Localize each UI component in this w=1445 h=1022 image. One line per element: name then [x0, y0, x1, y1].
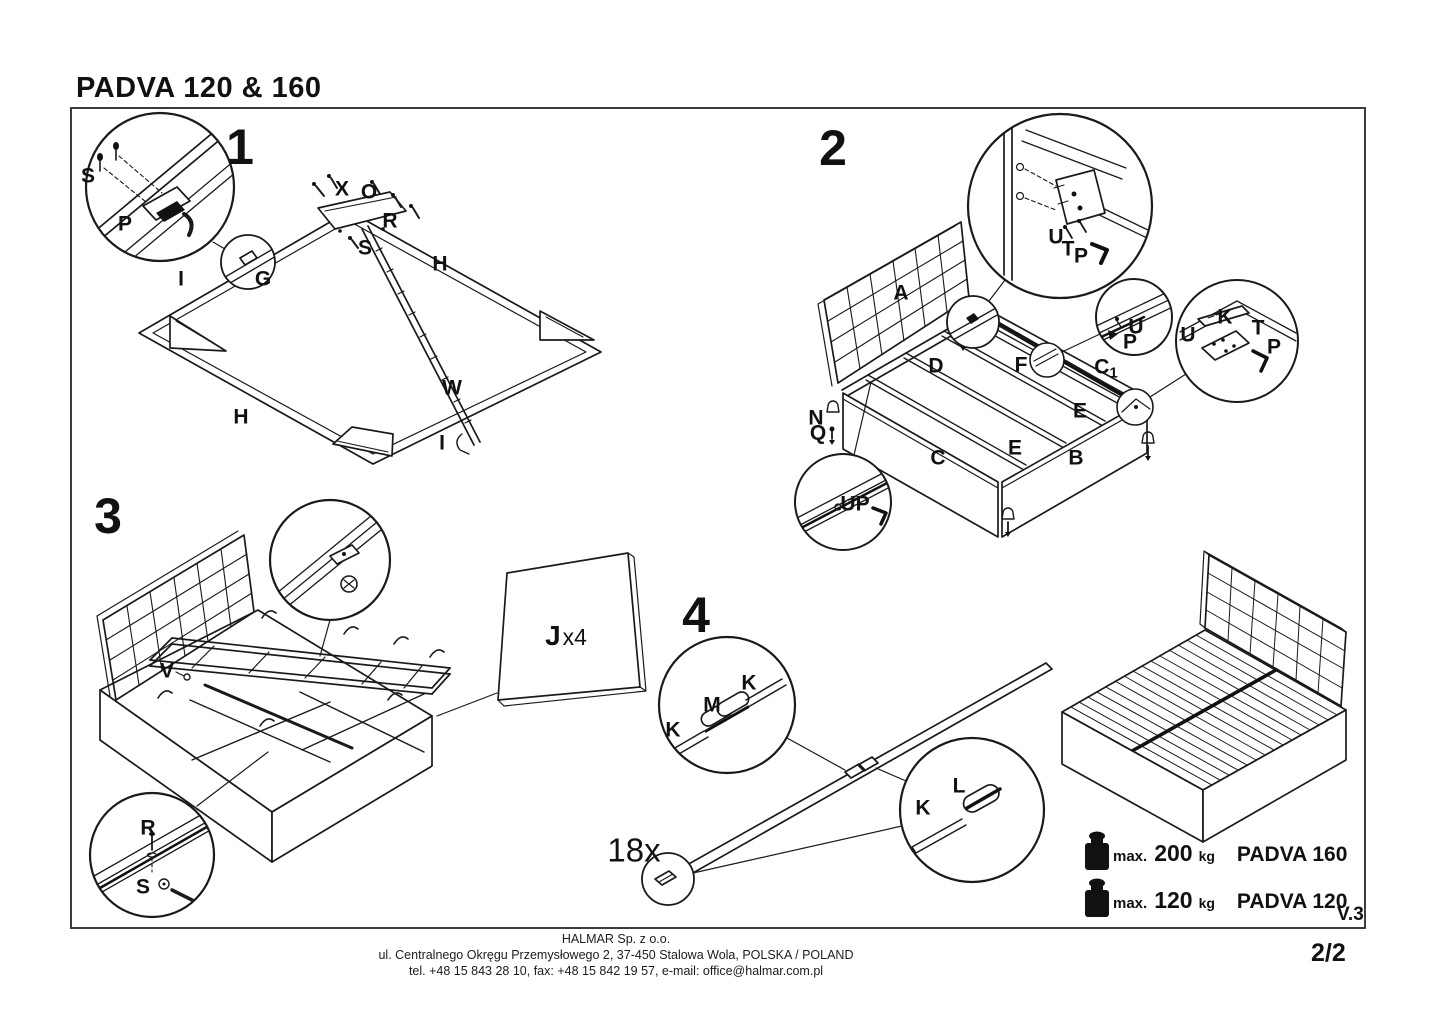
step2-number: 2 [819, 120, 847, 176]
part-label-o: O [360, 180, 378, 204]
part-label-k-corner: K [1217, 305, 1233, 329]
part-label-s3: S [135, 875, 151, 899]
part-label-p-corner: P [1266, 335, 1282, 359]
part-label-e-right: E [1072, 399, 1088, 423]
part-label-r: R [382, 209, 398, 233]
panel-j-art [436, 552, 647, 717]
footer: HALMAR Sp. z o.o. ul. Centralnego Okręgu… [206, 931, 1026, 979]
slat-quantity-label: 18x [607, 831, 661, 869]
part-label-n: N [808, 406, 824, 430]
capacity-model-160: PADVA 160 [1236, 843, 1348, 866]
part-label-k-right: K [915, 796, 931, 820]
step4-assembled-bed-art [1061, 550, 1347, 843]
step3-bed-art [88, 498, 451, 919]
part-label-t-corner: T [1251, 316, 1265, 340]
part-label-c1: C1 [1094, 355, 1118, 381]
version-label: V.3 [1337, 904, 1364, 925]
step4-number: 4 [682, 587, 710, 643]
capacity-row-padva160: max. 200 kg PADVA 160 [1113, 840, 1347, 867]
part-label-j-qty: x4 [562, 624, 587, 650]
part-label-q: Q [809, 421, 827, 445]
part-label-p-detail1: P [117, 212, 133, 236]
weight-icon-120kg [1085, 878, 1109, 917]
part-label-u-mid: U [1128, 315, 1144, 339]
part-label-g: G [254, 267, 272, 291]
capacity-unit-160: kg [1198, 848, 1215, 864]
part-label-f: F [1014, 353, 1028, 377]
part-label-w: W [442, 376, 462, 400]
step2-bed-art [794, 112, 1299, 551]
part-label-h-bottom: H [233, 405, 249, 429]
part-label-j-panel: Jx4 [545, 622, 587, 650]
capacity-max-label-120: max. [1113, 895, 1148, 912]
capacity-model-120: PADVA 120 [1236, 890, 1348, 913]
part-label-i-bottom: I [439, 431, 445, 455]
footer-contact: tel. +48 15 843 28 10, fax: +48 15 842 1… [408, 964, 824, 978]
capacity-unit-120: kg [1198, 895, 1215, 911]
part-label-k-top: K [741, 671, 757, 695]
part-label-h-right: H [432, 252, 448, 276]
page-title: PADVA 120 & 160 [76, 72, 322, 104]
diagram-border [70, 107, 1366, 929]
capacity-value-120: 120 [1154, 887, 1193, 913]
step1-frame-art [84, 111, 602, 465]
step3-number: 3 [94, 488, 122, 544]
part-label-p-detail: P [1073, 244, 1089, 268]
capacity-row-padva120: max. 120 kg PADVA 120 [1113, 887, 1347, 914]
page-number: 2/2 [1311, 939, 1346, 967]
part-label-u-corner: U [1180, 323, 1196, 347]
weight-icon-200kg [1085, 831, 1109, 870]
step4-slat-art [641, 635, 1053, 906]
footer-address: ul. Centralnego Okręgu Przemysłowego 2, … [378, 948, 854, 962]
part-label-v: V [159, 659, 175, 683]
footer-company: HALMAR Sp. z o.o. [561, 932, 671, 946]
part-label-s-detail1: S [80, 164, 96, 188]
part-label-r3: R [140, 816, 156, 840]
part-label-t-detail: T [1061, 237, 1075, 261]
capacity-max-label-160: max. [1113, 848, 1148, 865]
part-label-u-detail: U [1048, 225, 1064, 249]
step1-number: 1 [226, 119, 254, 175]
part-label-c1-sub: 1 [1109, 364, 1118, 382]
part-label-c1-letter: C [1094, 355, 1110, 379]
part-label-d: D [928, 354, 944, 378]
part-label-up: UP [840, 492, 870, 516]
capacity-value-160: 200 [1154, 840, 1193, 866]
part-label-m: M [703, 693, 721, 717]
part-label-c: C [930, 446, 946, 470]
part-label-l: L [952, 774, 966, 798]
part-label-a: A [893, 281, 909, 305]
part-label-i-top: I [178, 267, 184, 291]
part-label-s: S [357, 236, 373, 260]
part-label-k-left: K [665, 718, 681, 742]
part-label-e-bottom: E [1007, 436, 1023, 460]
part-label-x: X [334, 177, 350, 201]
part-label-p-mid: P [1122, 330, 1138, 354]
part-label-j: J [545, 620, 561, 651]
part-label-b: B [1068, 446, 1084, 470]
